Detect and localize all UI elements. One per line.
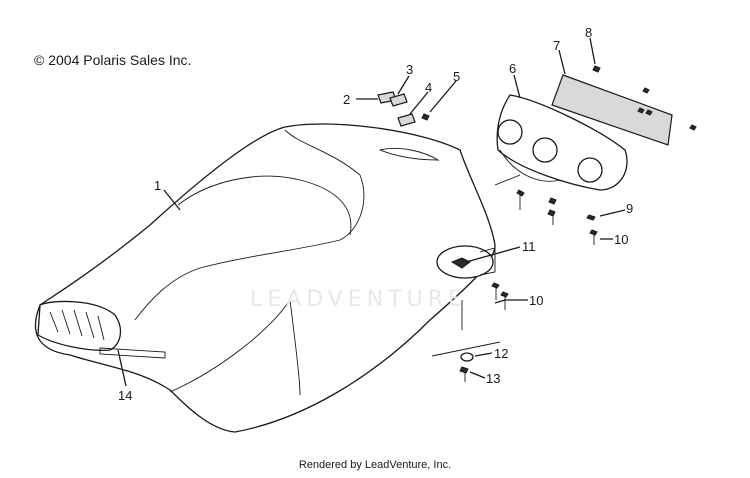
- callout-9: 9: [626, 201, 634, 216]
- callout-7: 7: [553, 38, 561, 53]
- leader-lines: [117, 37, 626, 387]
- callout-4: 4: [425, 80, 433, 95]
- callout-6: 6: [509, 61, 517, 76]
- callout-2: 2: [343, 92, 351, 107]
- callout-13: 13: [486, 371, 501, 386]
- callout-5: 5: [453, 69, 461, 84]
- tail-housing: [494, 94, 628, 191]
- callout-12: 12: [494, 346, 509, 361]
- seat-body: [34, 123, 496, 433]
- watermark-text: LEADVENTURE: [250, 287, 467, 312]
- callout-10-upper: 10: [614, 232, 629, 247]
- callout-3: 3: [406, 62, 414, 77]
- callout-8: 8: [585, 25, 593, 40]
- fasteners: [377, 65, 697, 382]
- footer-credit: Rendered by LeadVenture, Inc.: [298, 459, 452, 471]
- callout-1: 1: [154, 178, 162, 193]
- copyright-text: © 2004 Polaris Sales Inc.: [34, 52, 192, 68]
- callout-14: 14: [118, 388, 133, 403]
- callout-10-lower: 10: [529, 293, 544, 308]
- rear-panel: [551, 74, 673, 146]
- callout-11: 11: [522, 239, 536, 254]
- latch-assembly: [436, 245, 496, 330]
